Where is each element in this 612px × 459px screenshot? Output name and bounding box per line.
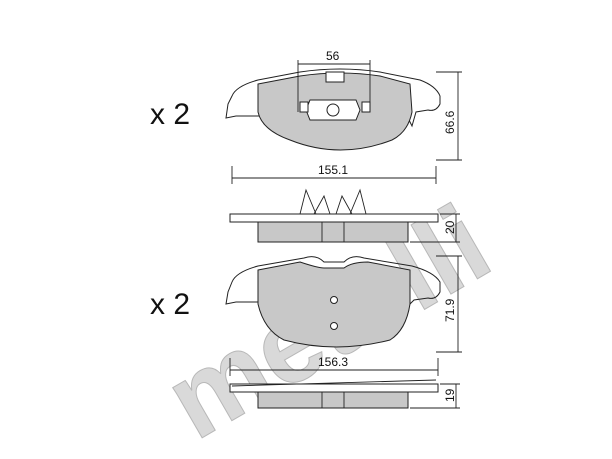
side-pad-2 [257,391,409,409]
dim-label-19: 19 [443,388,457,402]
sensor-slot [325,71,345,83]
side-view-2 [229,379,439,409]
side-plate-1 [229,213,439,223]
backing-plate-1 [225,68,441,128]
pad-hole-top [330,296,338,304]
dim-label-71-9: 71.9 [443,298,457,322]
dim-label-56: 56 [326,49,340,63]
retaining-clip [299,188,367,215]
side-pad-1 [257,221,409,243]
backing-plate-2 [225,256,441,307]
side-plate-2-shim [231,379,437,387]
tab-left [299,101,309,113]
dim-label-155-1: 155.1 [318,163,348,177]
dim-label-66-6: 66.6 [443,110,457,134]
side-view-1 [229,188,439,243]
tab-right [361,101,371,113]
pad-hole-bottom [330,322,338,330]
dim-label-20: 20 [443,220,457,234]
dim-label-156-3: 156.3 [318,355,348,369]
friction-pad-2 [257,261,411,348]
center-hole [326,103,340,117]
quantity-label-1: x 2 [150,98,190,131]
quantity-label-2: x 2 [150,288,190,321]
pad-set-2: x 2 71.9 156.3 19 [150,255,462,409]
pad-set-1: x 2 56 66.6 155.1 [150,49,462,243]
side-plate-2 [229,383,439,393]
